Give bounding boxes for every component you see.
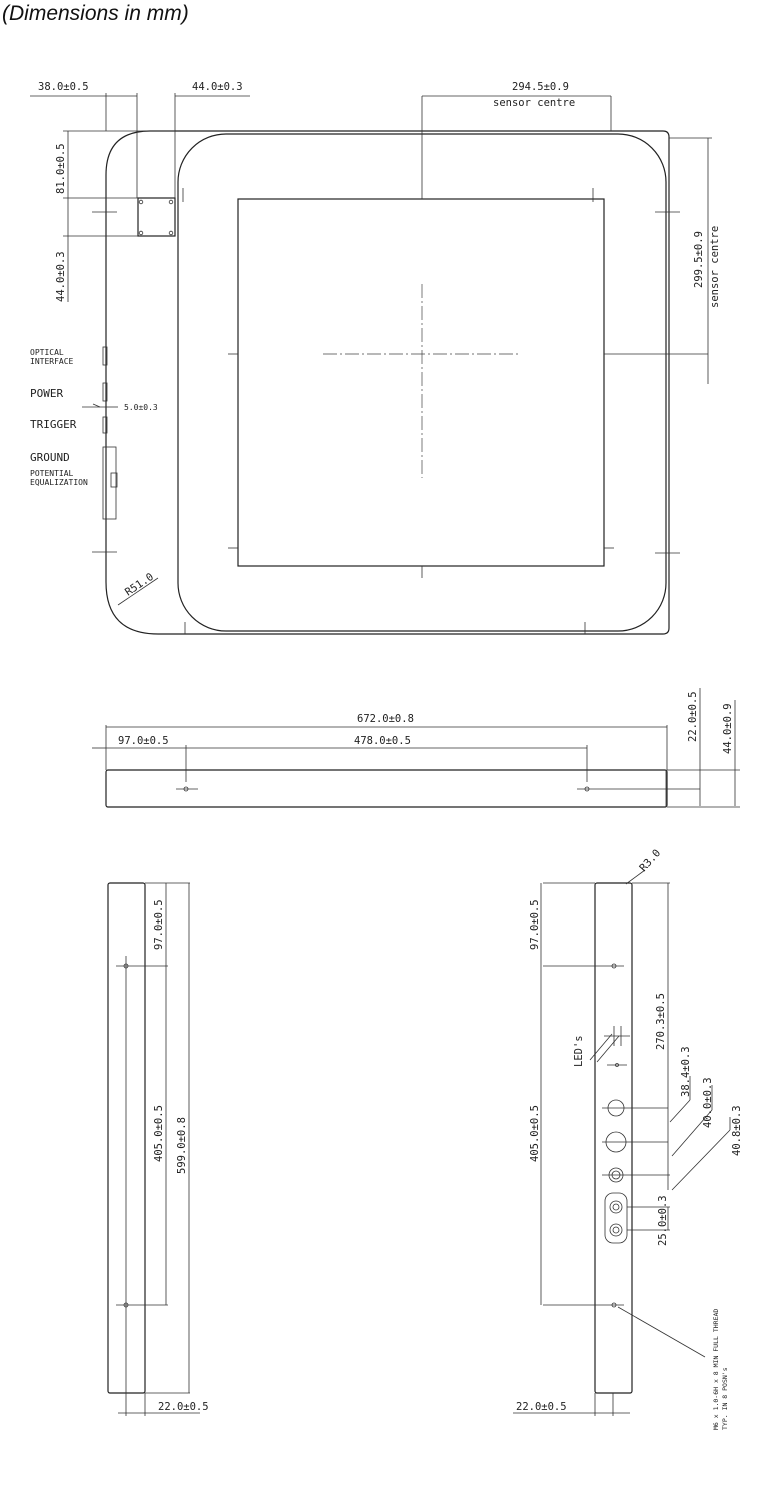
detector-outline xyxy=(105,130,670,635)
dim-672: 672.0±0.8 xyxy=(357,713,414,725)
dimensions-caption: (Dimensions in mm) xyxy=(2,2,189,25)
label-leds: LED's xyxy=(573,1035,585,1067)
label-interface: INTERFACE xyxy=(30,357,74,366)
label-ground: GROUND xyxy=(30,451,70,464)
sensor-centre-label-h: sensor centre xyxy=(493,97,575,109)
dim-405-right: 405.0±0.5 xyxy=(529,1105,541,1162)
label-trigger: TRIGGER xyxy=(30,418,77,431)
dim-44-top: 44.0±0.3 xyxy=(192,81,243,93)
dim-97-left: 97.0±0.5 xyxy=(153,899,165,950)
dim-38-4: 38.4±0.3 xyxy=(680,1046,692,1097)
label-power: POWER xyxy=(30,387,63,400)
dim-44-left: 44.0±0.3 xyxy=(55,251,67,302)
top-view: 38.0±0.5 44.0±0.3 294.5±0.9 sensor centr… xyxy=(30,81,721,635)
dim-97-right: 97.0±0.5 xyxy=(529,899,541,950)
dim-22-right: 22.0±0.5 xyxy=(516,1401,567,1413)
dim-22-side: 22.0±0.5 xyxy=(687,691,699,742)
dim-25-0: 25.0±0.3 xyxy=(657,1195,669,1246)
left-end-profile xyxy=(107,882,146,1394)
left-end-view: 97.0±0.5 405.0±0.5 599.0±0.8 22.0±0.5 xyxy=(107,882,209,1416)
label-potential: POTENTIAL xyxy=(30,469,74,478)
sensor-centre-label-v: sensor centre xyxy=(709,226,721,308)
dim-299: 299.5±0.9 xyxy=(693,231,705,288)
dim-270: 270.3±0.5 xyxy=(655,993,667,1050)
dim-r51: R51.0 xyxy=(123,571,156,599)
dim-81: 81.0±0.5 xyxy=(55,143,67,194)
side-profile xyxy=(105,769,668,808)
dim-599-left: 599.0±0.8 xyxy=(176,1117,188,1174)
dim-294: 294.5±0.9 xyxy=(512,81,569,93)
thread-note-1: M6 x 1.0-6H x 8 MIN FULL THREAD xyxy=(712,1309,720,1430)
connector-plate xyxy=(137,197,176,237)
thread-note-2: TYP. IN 8 POSN's xyxy=(721,1367,729,1430)
dim-44-side: 44.0±0.9 xyxy=(722,703,734,754)
label-optical: OPTICAL xyxy=(30,348,64,357)
dim-22-left: 22.0±0.5 xyxy=(158,1401,209,1413)
dim-405-left: 405.0±0.5 xyxy=(153,1105,165,1162)
right-end-profile xyxy=(594,882,633,1394)
dim-40-0: 40.0±0.3 xyxy=(702,1077,714,1128)
right-end-view: R3.0 97.0±0.5 270.3±0.5 LED's 38.4±0.3 4… xyxy=(513,847,743,1430)
sensor-area xyxy=(237,198,605,567)
dim-38: 38.0±0.5 xyxy=(38,81,89,93)
side-view: 672.0±0.8 97.0±0.5 478.0±0.5 22.0±0.5 44… xyxy=(92,688,740,808)
dim-478: 478.0±0.5 xyxy=(354,735,411,747)
label-equalization: EQUALIZATION xyxy=(30,478,88,487)
dim-97-side: 97.0±0.5 xyxy=(118,735,169,747)
dim-40-8: 40.8±0.3 xyxy=(731,1105,743,1156)
dim-5: 5.0±0.3 xyxy=(124,403,158,412)
dim-r3: R3.0 xyxy=(637,847,663,874)
